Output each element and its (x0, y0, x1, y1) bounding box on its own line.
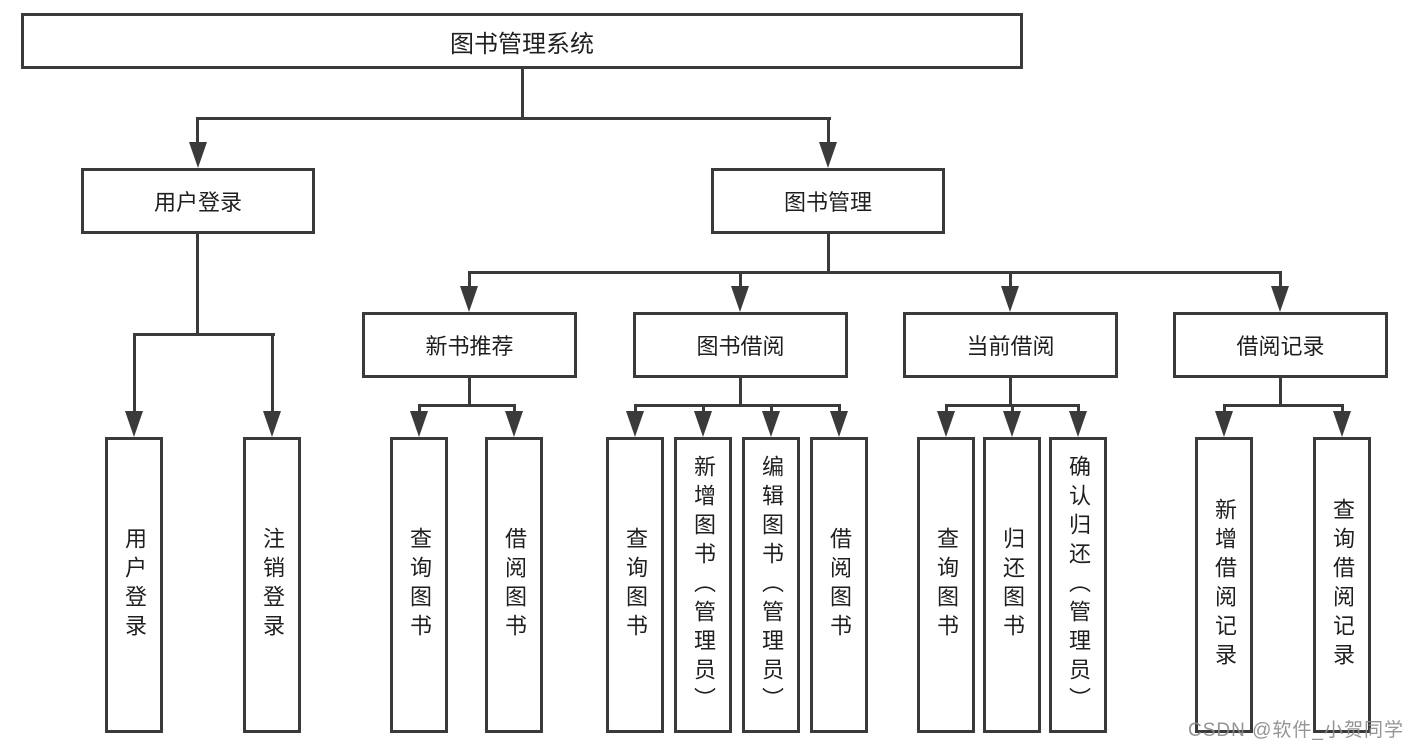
connector-arrow-stem (133, 333, 136, 413)
node-user-login: 用户登录 (81, 168, 315, 234)
connector-user-stem (196, 234, 199, 336)
leaf-logout: 注销登录 (243, 437, 301, 733)
connector-arrow-stem (196, 117, 199, 144)
connector-arrow-stem (1279, 271, 1282, 288)
leaf-records-query-record: 查询借阅记录 (1313, 437, 1371, 733)
arrowhead-current-confirm (1069, 411, 1087, 437)
connector-arrow-stem (271, 333, 274, 413)
connector-borrow-stem (739, 378, 742, 407)
leaf-label: 查询图书 (623, 527, 648, 643)
leaf-borrow-borrow-books: 借阅图书 (810, 437, 868, 733)
connector-book-stem (827, 234, 830, 274)
leaf-label: 确认归还（管理员） (1066, 454, 1091, 716)
connector-user-hline (134, 333, 275, 336)
arrowhead-book-borrow (731, 286, 749, 312)
leaf-borrow-query-books: 查询图书 (606, 437, 664, 733)
leaf-label: 编辑图书（管理员） (759, 454, 784, 716)
arrowhead-current-return (1003, 411, 1021, 437)
leaf-label: 查询借阅记录 (1330, 498, 1355, 672)
connector-recommend-hline (419, 404, 515, 407)
leaf-records-add-record: 新增借阅记录 (1195, 437, 1253, 733)
leaf-label: 注销登录 (260, 527, 285, 643)
arrowhead-current-query (937, 411, 955, 437)
arrowhead-records-query (1333, 411, 1351, 437)
leaf-recommend-query-books: 查询图书 (390, 437, 448, 733)
connector-book-hline (468, 271, 1281, 274)
connector-recommend-stem (468, 378, 471, 407)
arrowhead-recommend-borrow (505, 411, 523, 437)
connector-arrow-stem (838, 404, 841, 414)
leaf-label: 借阅图书 (827, 527, 852, 643)
connector-borrow-hline (635, 404, 840, 407)
leaf-label: 查询图书 (934, 527, 959, 643)
leaf-current-confirm-return-admin: 确认归还（管理员） (1049, 437, 1107, 733)
node-current-borrow: 当前借阅 (903, 312, 1118, 378)
arrowhead-leaf-logout (263, 411, 281, 437)
connector-root-hline (197, 117, 831, 120)
node-new-book-recommend: 新书推荐 (362, 312, 577, 378)
connector-arrow-stem (1341, 404, 1344, 414)
leaf-label: 新增图书（管理员） (691, 454, 716, 716)
arrowhead-book-management (819, 142, 837, 168)
connector-arrow-stem (513, 404, 516, 414)
arrowhead-borrow-edit (762, 411, 780, 437)
connector-arrow-stem (1077, 404, 1080, 414)
arrowhead-borrow-records (1271, 286, 1289, 312)
leaf-label: 查询图书 (407, 527, 432, 643)
leaf-label: 归还图书 (1000, 527, 1025, 643)
connector-arrow-stem (1011, 404, 1014, 414)
watermark: CSDN @软件_小贺同学 (1188, 720, 1404, 741)
connector-arrow-stem (702, 404, 705, 414)
connector-arrow-stem (634, 404, 637, 414)
arrowhead-records-add (1215, 411, 1233, 437)
connector-arrow-stem (739, 271, 742, 288)
leaf-borrow-add-books-admin: 新增图书（管理员） (674, 437, 732, 733)
leaf-recommend-borrow-books: 借阅图书 (485, 437, 543, 733)
connector-arrow-stem (468, 271, 471, 288)
connector-current-stem (1009, 378, 1012, 407)
arrowhead-borrow-query (626, 411, 644, 437)
connector-arrow-stem (418, 404, 421, 414)
connector-arrow-stem (827, 117, 830, 144)
connector-root-stem (521, 68, 524, 118)
leaf-label: 用户登录 (122, 527, 147, 643)
node-book-management: 图书管理 (711, 168, 945, 234)
leaf-current-query-books: 查询图书 (917, 437, 975, 733)
arrowhead-current-borrow (1001, 286, 1019, 312)
arrowhead-leaf-user-login (125, 411, 143, 437)
connector-arrow-stem (1223, 404, 1226, 414)
leaf-label: 新增借阅记录 (1212, 498, 1237, 672)
leaf-user-login: 用户登录 (105, 437, 163, 733)
arrowhead-borrow-add (694, 411, 712, 437)
leaf-current-return-books: 归还图书 (983, 437, 1041, 733)
node-borrow-records: 借阅记录 (1173, 312, 1388, 378)
leaf-label: 借阅图书 (502, 527, 527, 643)
connector-arrow-stem (945, 404, 948, 414)
arrowhead-user-login (189, 142, 207, 168)
connector-records-stem (1279, 378, 1282, 407)
connector-arrow-stem (770, 404, 773, 414)
connector-arrow-stem (1009, 271, 1012, 288)
arrowhead-borrow-borrow (830, 411, 848, 437)
node-root: 图书管理系统 (21, 13, 1023, 69)
arrowhead-new-book-recommend (460, 286, 478, 312)
leaf-borrow-edit-books-admin: 编辑图书（管理员） (742, 437, 800, 733)
node-book-borrow: 图书借阅 (633, 312, 848, 378)
connector-records-hline (1224, 404, 1344, 407)
arrowhead-recommend-query (410, 411, 428, 437)
